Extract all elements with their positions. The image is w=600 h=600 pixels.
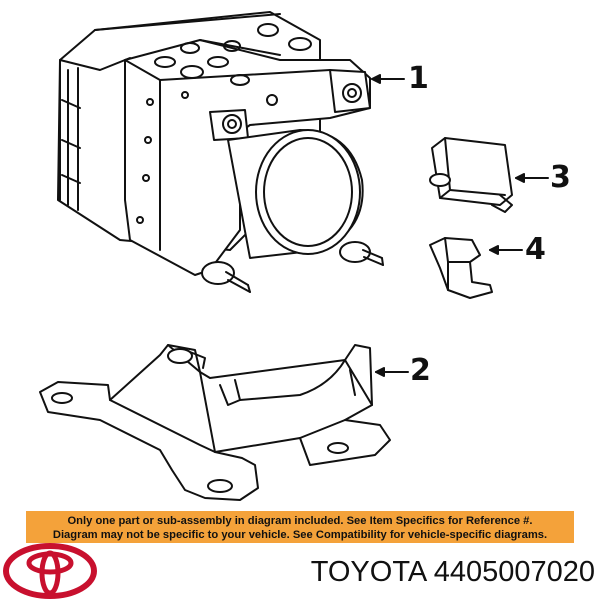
bracket-part [39, 344, 391, 501]
sensor-part [429, 137, 513, 213]
part-number: 4405007020 [433, 556, 595, 588]
part-title: TOYOTA 4405007020 [250, 556, 595, 589]
callout-1: 1 [408, 61, 429, 96]
brand-name: TOYOTA [310, 556, 426, 588]
clip-part [429, 237, 493, 299]
callout-3: 3 [550, 160, 571, 195]
callout-2: 2 [410, 353, 431, 388]
notice-line-1: Only one part or sub-assembly in diagram… [67, 515, 533, 527]
callout-4: 4 [525, 232, 546, 267]
notice-line-2: Diagram may not be specific to your vehi… [52, 529, 548, 541]
notice-banner: Only one part or sub-assembly in diagram… [26, 511, 574, 543]
callout-arrows [371, 74, 549, 377]
toyota-logo-icon [3, 543, 97, 599]
parts-diagram [39, 11, 549, 501]
abs-actuator-part [57, 11, 384, 293]
